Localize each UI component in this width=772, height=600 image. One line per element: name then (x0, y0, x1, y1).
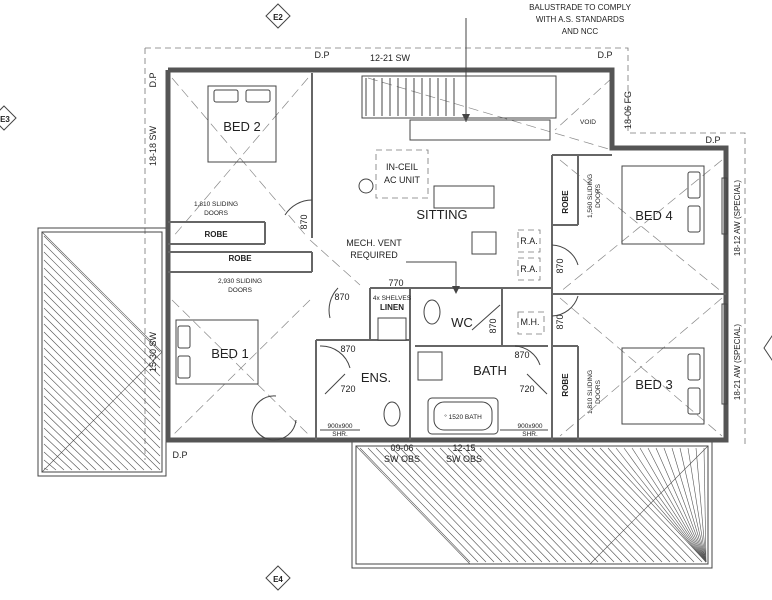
downpipe-top-right: D.P (597, 50, 612, 60)
staircase (361, 18, 557, 141)
room-bed4: BED 4 (635, 208, 673, 223)
svg-text:° 1520 BATH: ° 1520 BATH (444, 413, 482, 421)
elevation-marker-bottom: E4 (265, 565, 291, 591)
bed-furniture (175, 85, 705, 441)
svg-text:09-06: 09-06 (390, 443, 413, 453)
room-robe-bed4: ROBE (561, 190, 570, 214)
window-bottom-a: 09-06 SW OBS (384, 443, 420, 464)
shower-left-label: 900x900 SHR. (328, 423, 353, 438)
window-right-bed4: 18-12 AW (SPECIAL) (733, 180, 742, 257)
door-dim-bed3: 870 (555, 314, 565, 329)
mech-vent-note: MECH. VENT REQUIRED (346, 238, 460, 294)
door-dim-bed2: 870 (299, 214, 309, 229)
balustrade-note: BALUSTRADE TO COMPLY WITH A.S. STANDARDS… (529, 3, 631, 36)
svg-text:DOORS: DOORS (595, 183, 602, 208)
elevation-marker-right (763, 335, 772, 361)
window-left-top: 18-18 SW (148, 125, 158, 166)
room-mh: M.H. (521, 317, 540, 327)
room-linen-shelves: 4x SHELVES (373, 295, 412, 302)
door-dim-bed1: 870 (334, 292, 349, 302)
door-dim-ens: 870 (340, 344, 355, 354)
svg-text:DOORS: DOORS (228, 287, 253, 294)
roof-outline-top (145, 47, 746, 445)
svg-text:1,810 SLIDING: 1,810 SLIDING (194, 201, 238, 208)
room-robe-bed3: ROBE (561, 373, 570, 397)
door-note-robe-bed1: 2,930 SLIDING DOORS (218, 278, 262, 294)
svg-text:MECH. VENT: MECH. VENT (346, 238, 402, 248)
return-air-grilles (517, 229, 545, 335)
door-note-robe-bed4: 1,560 SLIDING DOORS (587, 174, 602, 218)
window-top: 12-21 SW (370, 53, 411, 63)
room-linen: LINEN (380, 303, 404, 312)
svg-text:900x900: 900x900 (328, 423, 353, 430)
downpipe-top-left: D.P (314, 50, 329, 60)
window-right-bed3: 18-21 AW (SPECIAL) (733, 324, 742, 401)
bottom-roof-panel (351, 441, 713, 569)
elevation-marker-left: E3 (0, 105, 17, 131)
shower-right-label: 900x900 SHR. (518, 423, 543, 438)
window-right-void: 18-06 FG (623, 91, 633, 129)
door-dim-wc: 870 (488, 318, 498, 333)
bath-fixtures: ° 1520 BATH (320, 299, 548, 435)
door-dim-bath: 870 (514, 350, 529, 360)
room-robe-bed2: ROBE (204, 230, 228, 239)
svg-text:REQUIRED: REQUIRED (350, 250, 398, 260)
room-ra2: R.A. (520, 264, 538, 274)
door-note-robe-bed2: 1,810 SLIDING DOORS (194, 201, 238, 217)
door-dim-shower-left: 720 (340, 384, 355, 394)
svg-text:AND NCC: AND NCC (562, 27, 599, 36)
svg-text:E3: E3 (0, 115, 10, 124)
window-left-bottom: 15-30 SW (148, 331, 158, 372)
room-wc: WC (451, 315, 473, 330)
ceiling-diagonals (171, 77, 723, 437)
room-bed3: BED 3 (635, 377, 673, 392)
svg-text:DOORS: DOORS (595, 379, 602, 404)
svg-text:E4: E4 (273, 575, 283, 584)
left-roof-panel (37, 227, 167, 477)
svg-text:1,560 SLIDING: 1,560 SLIDING (587, 174, 594, 218)
room-bed2: BED 2 (223, 119, 261, 134)
svg-text:12-15: 12-15 (452, 443, 475, 453)
door-dim-bed4: 870 (555, 258, 565, 273)
svg-text:IN-CEIL: IN-CEIL (386, 162, 418, 172)
door-dim-shower-right: 720 (519, 384, 534, 394)
room-ra1: R.A. (520, 236, 538, 246)
svg-text:SHR.: SHR. (332, 431, 348, 438)
room-sitting: SITTING (416, 207, 467, 222)
room-bed1: BED 1 (211, 346, 249, 361)
room-robe-bed1: ROBE (228, 254, 252, 263)
svg-text:E2: E2 (273, 13, 283, 22)
svg-text:900x900: 900x900 (518, 423, 543, 430)
door-note-robe-bed3: 1,810 SLIDING DOORS (587, 370, 602, 414)
void-label: VOID (580, 119, 596, 126)
ac-unit: IN-CEIL AC UNIT (358, 149, 429, 199)
door-dim-linen: 770 (388, 278, 403, 288)
svg-text:SW OBS: SW OBS (384, 454, 420, 464)
svg-text:SW OBS: SW OBS (446, 454, 482, 464)
walls (165, 67, 729, 443)
svg-text:SHR.: SHR. (522, 431, 538, 438)
window-bottom-b: 12-15 SW OBS (446, 443, 482, 464)
downpipe-left: D.P (148, 72, 158, 87)
right-windows (721, 177, 728, 405)
svg-text:2,930 SLIDING: 2,930 SLIDING (218, 278, 262, 285)
door-swings (284, 199, 579, 395)
svg-text:DOORS: DOORS (204, 210, 229, 217)
sitting-furniture (433, 185, 497, 255)
svg-text:WITH A.S. STANDARDS: WITH A.S. STANDARDS (536, 15, 624, 24)
room-ens: ENS. (361, 370, 391, 385)
downpipe-bottom-left: D.P (172, 450, 187, 460)
downpipe-right: D.P (705, 135, 720, 145)
svg-text:1,810 SLIDING: 1,810 SLIDING (587, 370, 594, 414)
svg-text:BALUSTRADE TO COMPLY: BALUSTRADE TO COMPLY (529, 3, 631, 12)
room-bath: BATH (473, 363, 507, 378)
elevation-marker-top: E2 (265, 3, 291, 29)
svg-text:AC UNIT: AC UNIT (384, 175, 421, 185)
